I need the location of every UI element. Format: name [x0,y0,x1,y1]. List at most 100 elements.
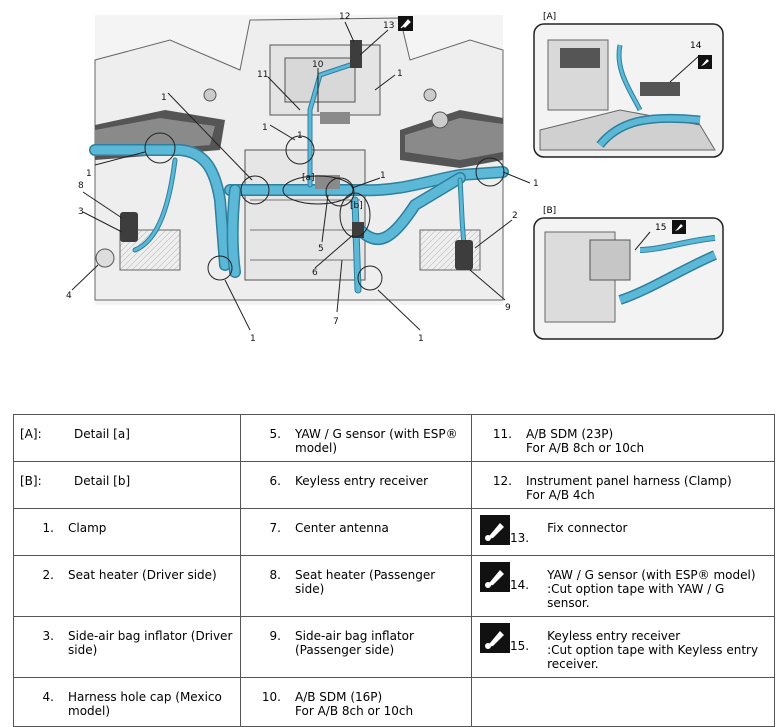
legend-row: [A]: Detail [a] 5. YAW / G sensor (with ESP… [13,414,775,462]
tool-icon [480,515,510,545]
legend-table: [A]: Detail [a] 5. YAW / G sensor (with ESP… [13,414,775,727]
callout-5: 5 [318,244,324,254]
legend-text-line: Instrument panel harness (Clamp) [526,474,732,488]
tool-icon [480,623,510,653]
connectors [120,40,473,270]
callout-1b: 1 [161,93,167,103]
legend-text-line: model) [68,704,111,718]
legend-number: 13. [510,531,530,545]
legend-number: 4. [42,690,54,704]
legend-text-line: Side-air bag inflator [295,629,414,643]
legend-description: Keyless entry receiver:Cut option tape w… [547,629,774,671]
legend-text-line: Keyless entry receiver [295,474,429,488]
legend-description: Clamp [68,521,240,535]
legend-number: 2. [42,568,54,582]
legend-text-line: YAW / G sensor (with ESP® model) [295,427,458,455]
legend-number: [A]: [20,427,42,441]
legend-cell: 6. Keyless entry receiver [240,461,472,509]
wiring-diagram: 1 1 1 1 1 1 1 1 1 2 3 4 5 6 7 8 9 10 11 … [66,12,724,344]
legend-text-line: Detail [a] [74,427,130,441]
legend-description: A/B SDM (16P)For A/B 8ch or 10ch [295,690,471,718]
legend-cell: 2. Seat heater (Driver side) [13,555,241,617]
callout-4: 4 [66,291,72,301]
legend-text-line: Harness hole cap (Mexico [68,690,222,704]
legend-cell: [A]: Detail [a] [13,414,241,462]
callout-1d: 1 [397,69,403,79]
legend-cell: 12. Instrument panel harness (Clamp)For A… [471,461,775,509]
inset-marker-b: [b] [350,201,363,211]
legend-row: 1.Clamp 7. Center antenna 13. Fix connector [13,508,775,556]
callout-6: 6 [312,268,318,278]
legend-cell: 1.Clamp [13,508,241,556]
legend-text-line: Side-air bag inflator (Driver [68,629,233,643]
detail-a-panel: 14 [533,23,724,158]
legend-text-line: Detail [b] [74,474,131,488]
legend-text-line: Clamp [68,521,107,535]
callout-3: 3 [78,207,84,217]
legend-number: 15. [510,639,530,653]
legend-description: Seat heater (Passenger side) [295,568,471,596]
legend-text-line: Center antenna [295,521,389,535]
legend-text-line: receiver. [547,657,599,671]
legend-number: 3. [42,629,54,643]
legend-text-line: side) [68,643,98,657]
legend-text-line: Fix connector [547,521,628,535]
callout-12: 12 [339,12,350,22]
legend-number: 6. [269,474,281,488]
inset-marker-a: [a] [302,173,315,183]
callout-9: 9 [505,303,511,313]
legend-text-line: For A/B 8ch or 10ch [526,441,645,455]
callout-1g: 1 [250,334,256,344]
legend-text-line: Seat heater (Passenger side) [295,568,436,596]
callout-7: 7 [333,317,339,327]
tool-icon [480,562,510,592]
legend-text-line: :Cut option tape with Keyless entry [547,643,759,657]
legend-description: Detail [b] [74,474,240,488]
legend-cell: 5. YAW / G sensor (with ESP® model) [240,414,472,462]
detail-a-label: [A] [543,12,556,22]
legend-text-line: A/B SDM (16P) [295,690,383,704]
legend-text-line: (Passenger side) [295,643,395,657]
legend-description: YAW / G sensor (with ESP® model) [295,427,471,455]
legend-cell: 9.Side-air bag inflator(Passenger side) [240,616,472,678]
legend-number: 14. [510,578,530,592]
legend-text-line: Seat heater (Driver side) [68,568,217,582]
legend-cell: 11.A/B SDM (23P)For A/B 8ch or 10ch [471,414,775,462]
legend-number: 10. [261,690,281,704]
callout-1f: 1 [533,179,539,189]
legend-row: [B]: Detail [b] 6. Keyless entry receiver 12… [13,461,775,509]
legend-text-line: Keyless entry receiver [547,629,681,643]
legend-text-line: YAW / G sensor (with ESP® model) [547,568,756,582]
detail-b-panel: 15 [533,217,724,340]
callout-1a: 1 [86,169,92,179]
legend-cell [471,677,775,727]
legend-text-line: A/B SDM (23P) [526,427,614,441]
legend-cell: 14. YAW / G sensor (with ESP® model):Cut … [471,555,775,617]
legend-number: 12. [492,474,512,488]
tool-icon-14 [698,55,712,69]
callout-circles [144,132,505,291]
wire-harness [89,62,509,294]
callout-numbers: 1 1 1 1 1 1 1 1 1 2 3 4 5 6 7 8 9 10 11 … [66,12,539,344]
legend-description: Detail [a] [74,427,240,441]
legend-number: [B]: [20,474,42,488]
legend-cell: 7. Center antenna [240,508,472,556]
legend-text-line: For A/B 4ch [526,488,595,502]
floor-panel [94,15,504,305]
callout-1h: 1 [418,334,424,344]
legend-number: 7. [269,521,281,535]
legend-number: 5. [269,427,281,441]
legend-text-line: For A/B 8ch or 10ch [295,704,414,718]
legend-description: Side-air bag inflator(Passenger side) [295,629,471,657]
callout-1i: 1 [297,131,303,141]
legend-description: Seat heater (Driver side) [68,568,240,582]
legend-row: 2. Seat heater (Driver side) 8. Seat heater… [13,555,775,617]
legend-text-line: :Cut option tape with YAW / G sensor. [547,582,725,610]
callout-14: 14 [690,41,702,51]
legend-number: 8. [269,568,281,582]
tool-icon-13 [398,16,413,31]
